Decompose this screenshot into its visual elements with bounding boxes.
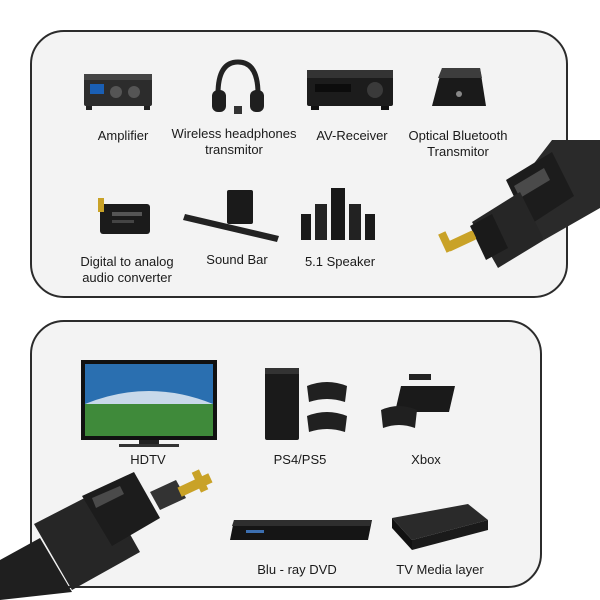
optical-connector-right-icon (438, 140, 600, 268)
xbox-label: Xbox (411, 452, 441, 467)
bluetooth-transmitter-icon (432, 68, 486, 106)
hdtv-label: HDTV (130, 452, 166, 467)
av-receiver-item (304, 66, 396, 112)
bluetooth-transmitter-label: Optical Bluetooth Transmitor (408, 128, 508, 159)
sound-bar-label: Sound Bar (206, 252, 268, 267)
media-player-icon (392, 504, 488, 550)
hdtv-icon (81, 360, 217, 447)
sound-bar-icon (183, 190, 279, 242)
dac-converter-icon (98, 198, 150, 234)
dac-converter-label: Digital to analog audio converter (80, 254, 174, 285)
xbox-icon (381, 374, 455, 428)
xbox-item (378, 372, 458, 438)
dac-converter-item (92, 194, 158, 240)
media-player-label: TV Media layer (396, 562, 484, 577)
speaker-system-icon (301, 188, 375, 240)
sound-bar-item (182, 186, 282, 246)
headphones-icon (212, 59, 264, 114)
amplifier-icon (84, 74, 152, 110)
av-receiver-icon (307, 70, 393, 110)
bluray-player-icon (230, 520, 372, 540)
bluray-player-label: Blu - ray DVD (257, 562, 337, 577)
headphones-label: Wireless headphones transmitor (171, 126, 297, 157)
hdtv-item (78, 358, 220, 450)
playstation-icon (265, 368, 347, 440)
media-player-item (388, 496, 492, 554)
playstation-label: PS4/PS5 (273, 452, 327, 467)
amplifier-label: Amplifier (97, 128, 149, 143)
headphones-item (198, 56, 278, 116)
bluetooth-transmitter-item (424, 62, 494, 114)
av-receiver-label: AV-Receiver (316, 128, 388, 143)
playstation-item (260, 366, 350, 444)
amplifier-item (78, 68, 158, 112)
speaker-system-item (292, 184, 384, 244)
speaker-system-label: 5.1 Speaker (304, 254, 376, 269)
bluray-player-item (228, 510, 378, 550)
optical-connector-left-icon (0, 469, 213, 600)
